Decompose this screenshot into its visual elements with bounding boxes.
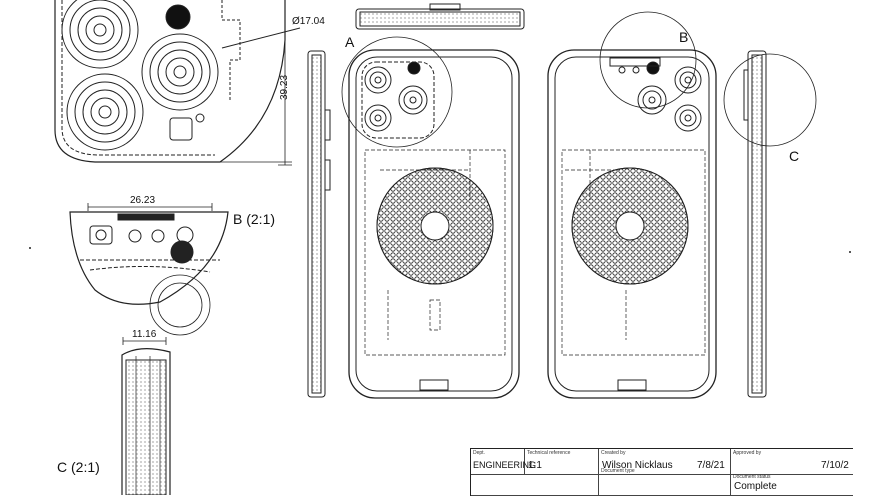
lens-right bbox=[141, 33, 219, 111]
tb-dept-value: ENGINEERING bbox=[473, 460, 537, 470]
edge-thickness-dimension: 11.16 bbox=[132, 329, 157, 340]
tb-techref-cell: Technical reference 1:1 bbox=[525, 449, 599, 475]
detail-b-label: B bbox=[679, 29, 689, 45]
top-edge-view bbox=[355, 3, 525, 30]
phone-back-view-b bbox=[547, 11, 717, 399]
detail-c-label: C bbox=[789, 148, 800, 164]
phone-back-view-a bbox=[341, 36, 520, 399]
tb-empty-cell bbox=[471, 475, 599, 496]
left-side-profile bbox=[307, 50, 331, 398]
tb-techref-value: 1:1 bbox=[528, 460, 542, 471]
detail-c-scale-label: C (2:1) bbox=[57, 459, 100, 475]
lens-bottom-left bbox=[66, 73, 144, 151]
detail-a-label: A bbox=[345, 34, 355, 50]
right-side-profile bbox=[723, 50, 817, 398]
camera-height-dimension: 39.23 bbox=[279, 74, 291, 101]
tb-created-head: Created by bbox=[601, 450, 626, 456]
tb-approved-cell: Approved by 7/10/2 bbox=[731, 449, 853, 475]
tb-approved-head: Approved by bbox=[733, 450, 762, 456]
tb-created-date: 7/8/21 bbox=[697, 460, 725, 471]
detail-c-view bbox=[121, 337, 171, 495]
tb-techref-head: Technical reference bbox=[527, 450, 571, 456]
title-block: Dept. ENGINEERING Technical reference 1:… bbox=[470, 448, 853, 496]
tb-doctype-cell: Document type bbox=[599, 466, 731, 496]
tb-status-cell: Document status Complete bbox=[731, 473, 853, 496]
tb-dept-head: Dept. bbox=[473, 450, 485, 456]
flash-dot bbox=[165, 4, 191, 30]
sensor-width-dimension: 26.23 bbox=[130, 195, 156, 206]
tb-approved-date: 7/10/2 bbox=[821, 460, 849, 471]
lens-top-left bbox=[61, 0, 139, 69]
tb-created-cell: Created by Wilson Nicklaus 7/8/21 bbox=[599, 449, 731, 475]
tb-doctype-head: Document type bbox=[601, 468, 635, 474]
detail-b-scale-label: B (2:1) bbox=[233, 211, 276, 227]
detail-b-view bbox=[69, 203, 229, 336]
tb-dept-cell: Dept. ENGINEERING bbox=[471, 449, 536, 475]
detail-a-view bbox=[54, 0, 301, 166]
tb-created-value: Wilson Nicklaus bbox=[602, 460, 673, 471]
lens-diameter-dimension: Ø17.04 bbox=[292, 16, 325, 27]
tb-status-value: Complete bbox=[734, 481, 777, 492]
tb-status-head: Document status bbox=[733, 474, 771, 480]
